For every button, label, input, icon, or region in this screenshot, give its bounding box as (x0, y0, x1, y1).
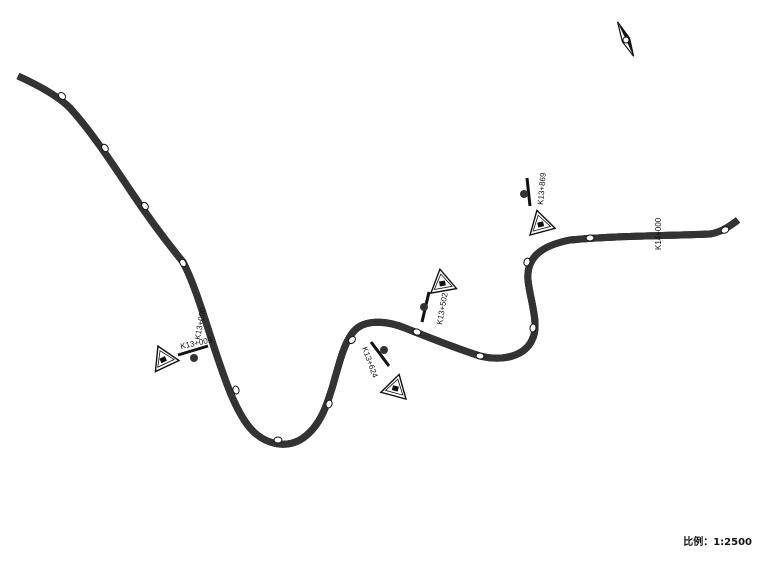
sign-post-marker (177, 344, 209, 357)
station-tick (475, 352, 485, 360)
station-label-k13-502: K13+502 (435, 291, 450, 325)
sign-post-marker (369, 341, 391, 367)
warning-sign-k13-502: K13+502 (420, 267, 458, 325)
falling-rock-warning-icon (154, 344, 181, 373)
station-tick (585, 234, 595, 242)
sign-post-marker (525, 177, 532, 207)
station-tick (232, 385, 240, 395)
station-tick (325, 399, 333, 409)
scale-label: 比例：1:2500 (683, 537, 752, 548)
sign-location-dot (420, 303, 428, 311)
warning-sign-k13-624: K13+624 (360, 341, 407, 401)
road-alignment (18, 76, 738, 444)
station-tick (720, 226, 730, 234)
sign-location-dot (190, 354, 198, 362)
station-label-k14-000: K14+000 (654, 217, 663, 250)
sign-location-dot (380, 346, 388, 354)
sign-location-dot (520, 190, 528, 198)
station-tick (57, 92, 67, 100)
warning-sign-k13-009: K13+009 (154, 335, 214, 373)
station-tick (523, 257, 531, 267)
falling-rock-warning-icon (529, 209, 557, 237)
north-arrow-icon (616, 21, 635, 57)
station-tick (348, 335, 356, 345)
station-tick (141, 201, 149, 211)
station-tick (273, 436, 283, 444)
falling-rock-warning-icon (379, 373, 407, 401)
warning-sign-k13-869: K13+869 (520, 172, 557, 237)
station-tick (101, 143, 109, 153)
station-tick (529, 323, 537, 333)
station-tick (412, 328, 422, 336)
station-label-k13-869: K13+869 (536, 172, 548, 205)
falling-rock-warning-icon (429, 267, 458, 295)
station-tick (179, 258, 187, 268)
station-ticks (57, 92, 730, 444)
